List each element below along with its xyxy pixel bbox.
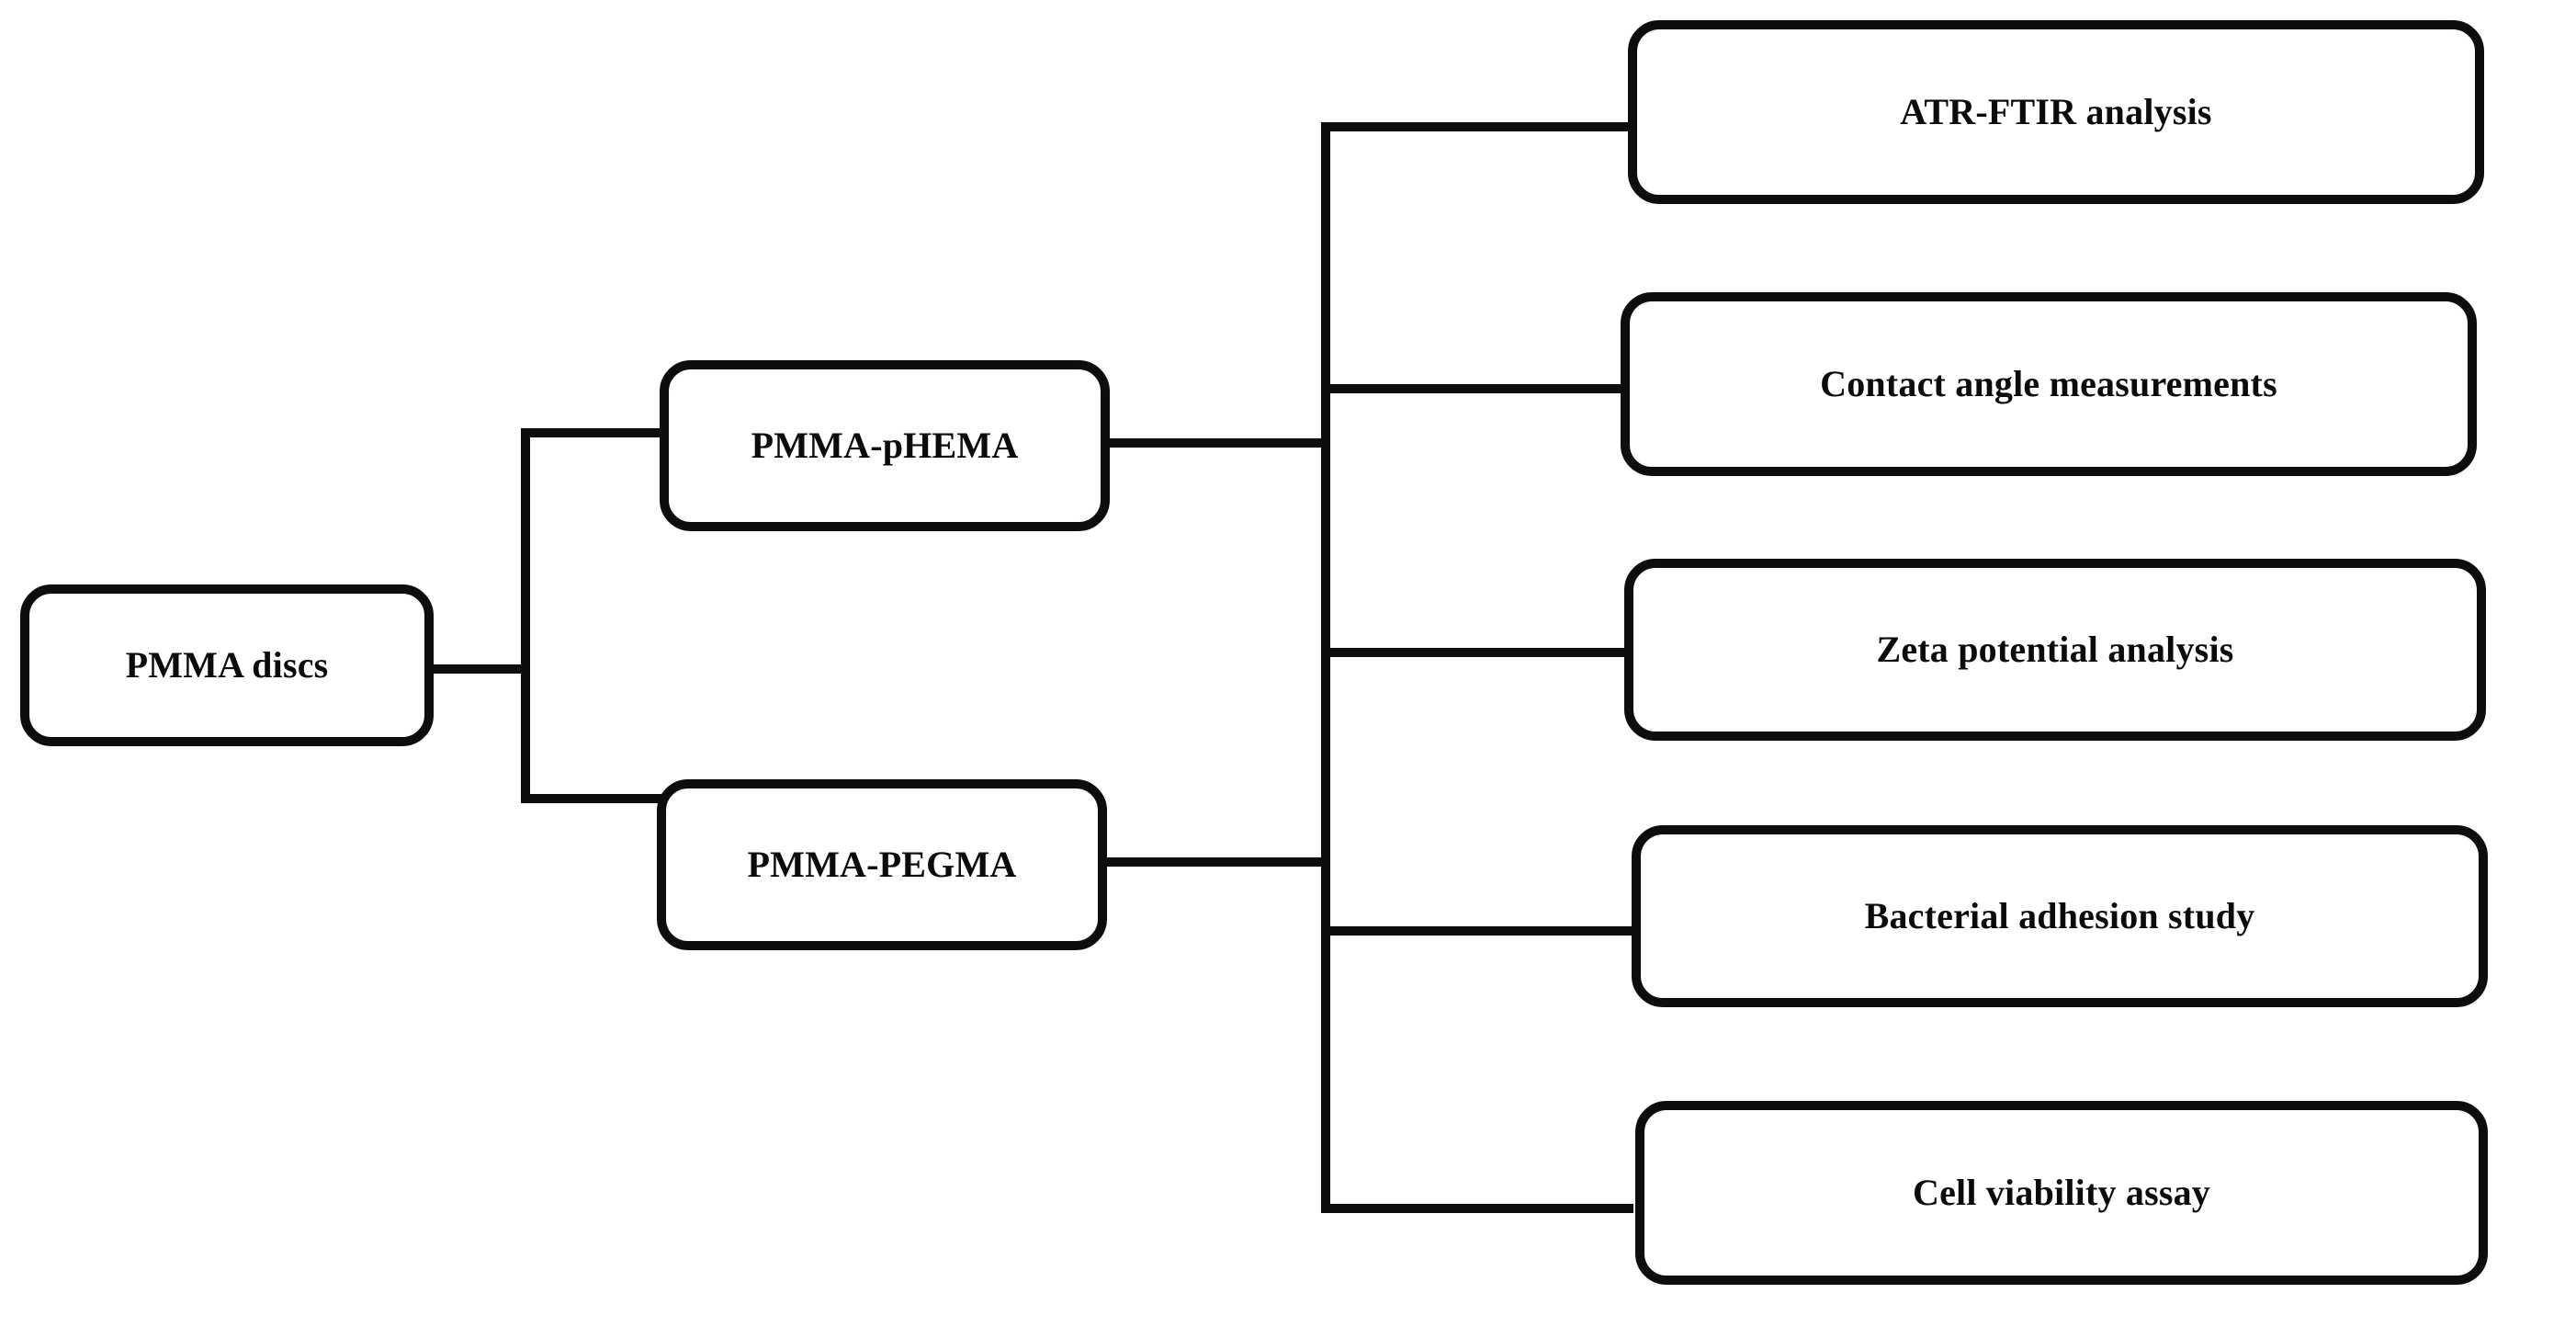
connector-to-contact-angle-measurements (1321, 384, 1633, 393)
connector-to-atr-ftir-analysis (1321, 122, 1633, 131)
connector-to-pmma-pegma (521, 794, 668, 803)
connector-pmma-pegma-out (1101, 857, 1330, 867)
node-bacterial-adhesion-study-label: Bacterial adhesion study (1864, 895, 2255, 936)
node-zeta-potential-analysis-label: Zeta potential analysis (1876, 629, 2234, 670)
connector-left-spine (521, 428, 530, 803)
node-pmma-discs-label: PMMA discs (125, 644, 329, 686)
node-pmma-pegma[interactable]: PMMA-PEGMA (657, 779, 1107, 950)
connector-right-spine (1321, 122, 1330, 1213)
node-contact-angle-measurements-label: Contact angle measurements (1820, 363, 2277, 404)
node-zeta-potential-analysis[interactable]: Zeta potential analysis (1624, 559, 2486, 741)
connector-to-pmma-phema (521, 428, 668, 437)
connector-pmma-phema-out (1101, 438, 1330, 448)
node-contact-angle-measurements[interactable]: Contact angle measurements (1621, 292, 2477, 476)
node-cell-viability-assay[interactable]: Cell viability assay (1635, 1101, 2488, 1285)
node-cell-viability-assay-label: Cell viability assay (1912, 1172, 2211, 1213)
node-pmma-phema[interactable]: PMMA-pHEMA (660, 360, 1110, 531)
connector-to-bacterial-adhesion-study (1321, 926, 1633, 936)
node-atr-ftir-analysis-label: ATR-FTIR analysis (1900, 91, 2212, 132)
node-pmma-discs[interactable]: PMMA discs (20, 584, 434, 746)
connector-to-zeta-potential-analysis (1321, 648, 1633, 657)
node-pmma-pegma-label: PMMA-PEGMA (747, 844, 1017, 885)
node-atr-ftir-analysis[interactable]: ATR-FTIR analysis (1628, 20, 2484, 204)
node-bacterial-adhesion-study[interactable]: Bacterial adhesion study (1632, 825, 2488, 1007)
connector-to-cell-viability-assay (1321, 1204, 1633, 1213)
node-pmma-phema-label: PMMA-pHEMA (751, 425, 1019, 466)
connector-root-stub (424, 664, 530, 674)
